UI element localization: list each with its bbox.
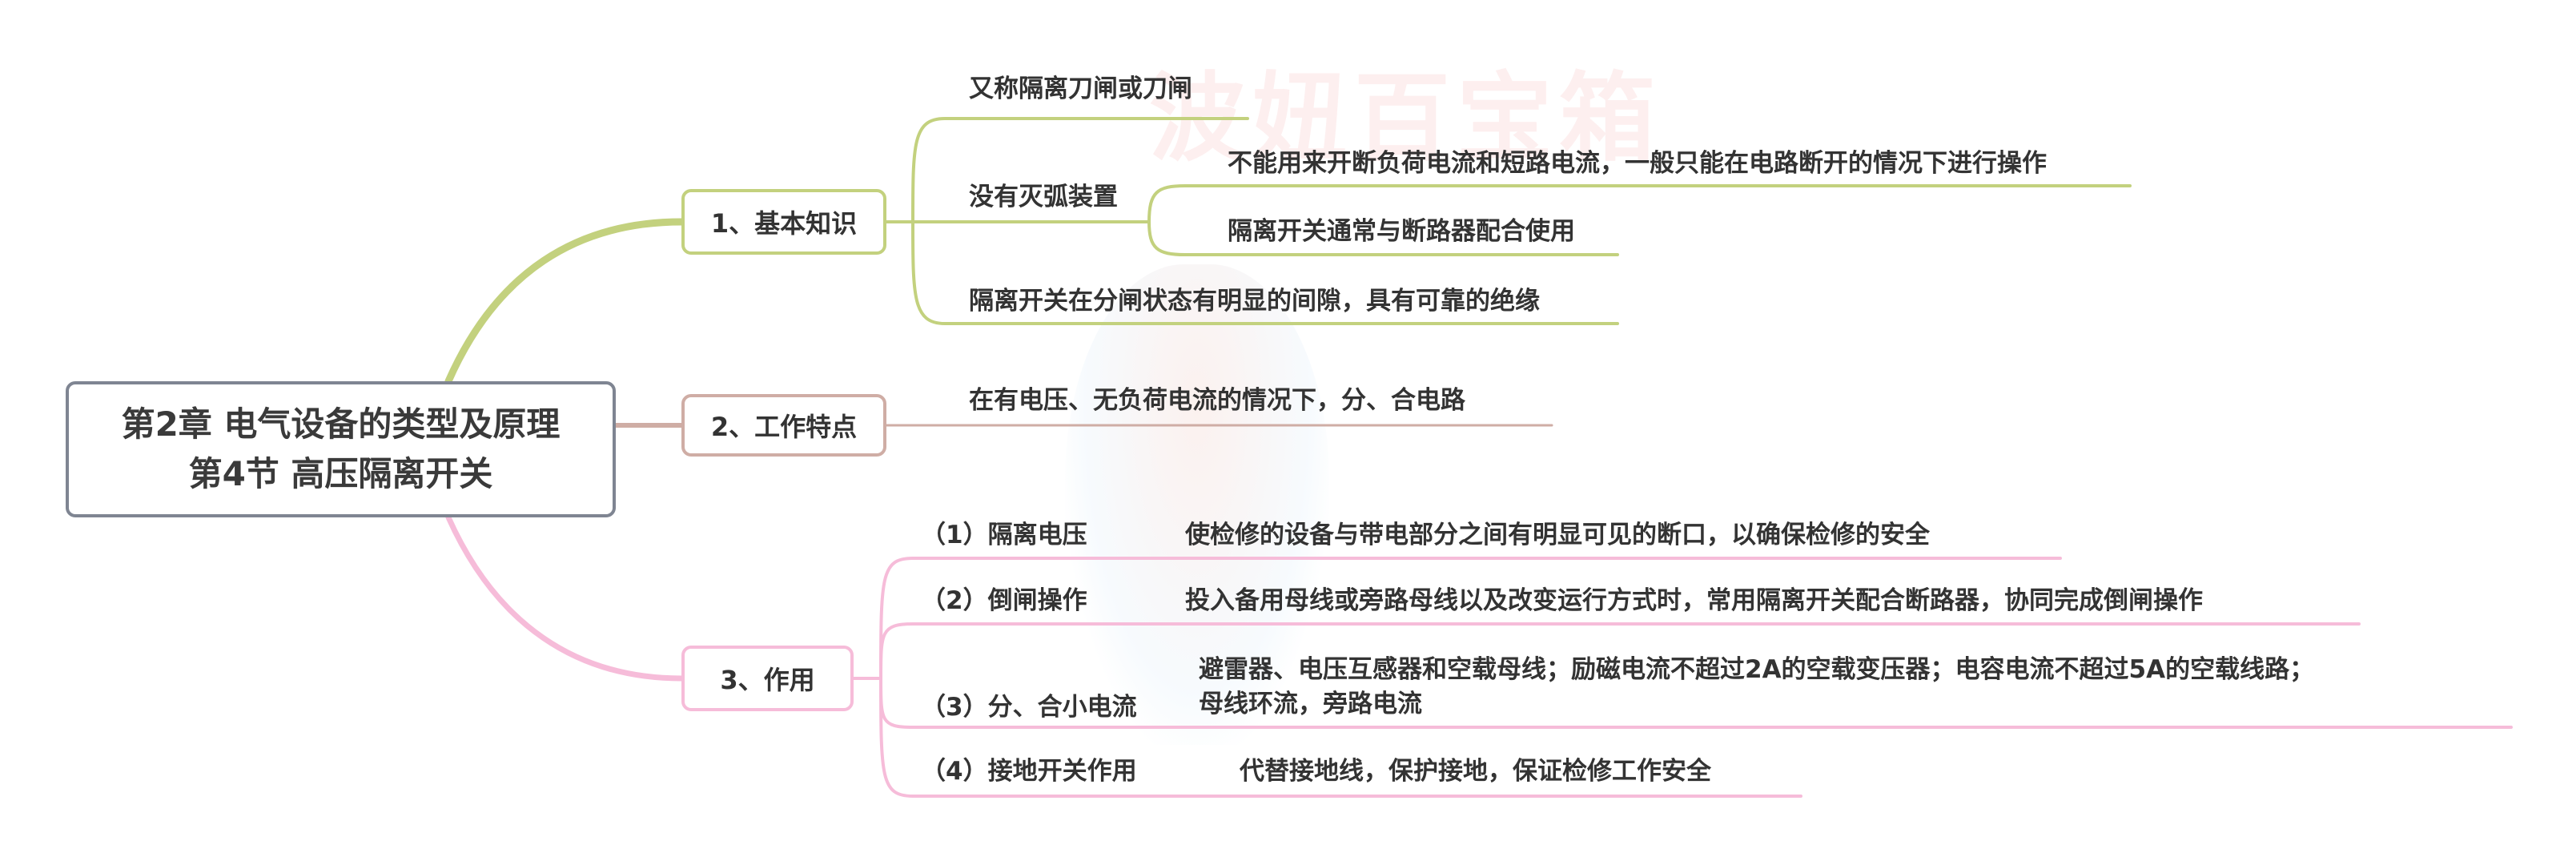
topic-function[interactable]: 3、作用 bbox=[681, 646, 854, 711]
subtopic-detail-line2[interactable]: 母线环流，旁路电流 bbox=[1199, 690, 1422, 718]
root-title-line1: 第2章 电气设备的类型及原理 bbox=[121, 404, 561, 444]
cartoon-background-image bbox=[1065, 264, 1329, 745]
subtopic[interactable]: 又称隔离刀闸或刀闸 bbox=[969, 74, 1192, 103]
subtopic[interactable]: 隔离开关在分闸状态有明显的间隙，具有可靠的绝缘 bbox=[969, 287, 1540, 316]
connector-root-1 bbox=[444, 218, 685, 385]
subtopic[interactable]: 在有电压、无负荷电流的情况下，分、合电路 bbox=[969, 386, 1465, 415]
subtopic[interactable]: 不能用来开断负荷电流和短路电流，一般只能在电路断开的情况下进行操作 bbox=[1228, 149, 2047, 178]
connector-root-3 bbox=[445, 514, 685, 682]
subtopic[interactable]: （2）倒闸操作 bbox=[921, 586, 1087, 615]
subtopic-detail[interactable]: 使检修的设备与带电部分之间有明显可见的断口，以确保检修的安全 bbox=[1185, 521, 1930, 549]
subtopic[interactable]: 没有灭弧装置 bbox=[969, 183, 1118, 211]
topic-basic-knowledge[interactable]: 1、基本知识 bbox=[681, 189, 886, 255]
topic-working-features[interactable]: 2、工作特点 bbox=[681, 394, 886, 457]
subtopic-detail[interactable]: 代替接地线，保护接地，保证检修工作安全 bbox=[1240, 757, 1711, 786]
subtopic[interactable]: （4）接地开关作用 bbox=[921, 757, 1137, 786]
subtopic[interactable]: （1）隔离电压 bbox=[921, 521, 1087, 549]
subtopic-detail[interactable]: 避雷器、电压互感器和空载母线；励磁电流不超过2A的空载变压器；电容电流不超过5A… bbox=[1199, 655, 2315, 684]
root-title-line2: 第4节 高压隔离开关 bbox=[188, 454, 493, 493]
subtopic[interactable]: （3）分、合小电流 bbox=[921, 693, 1137, 722]
subtopic[interactable]: 隔离开关通常与断路器配合使用 bbox=[1228, 217, 1575, 246]
subtopic-detail[interactable]: 投入备用母线或旁路母线以及改变运行方式时，常用隔离开关配合断路器，协同完成倒闸操… bbox=[1185, 586, 2203, 615]
root-topic[interactable]: 第2章 电气设备的类型及原理 第4节 高压隔离开关 bbox=[66, 381, 616, 517]
